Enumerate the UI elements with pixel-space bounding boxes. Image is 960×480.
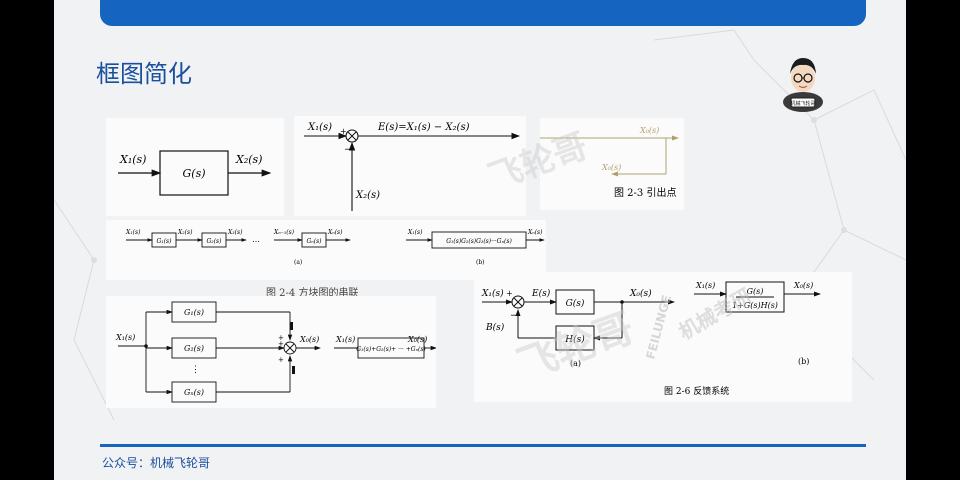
parallel-block-2: G₂(s) <box>184 344 204 353</box>
series-block-n: Gₙ(s) <box>307 238 323 245</box>
feedback-in-label: X₁(s) <box>481 288 504 299</box>
parallel-block-n: Gₙ(s) <box>184 388 204 397</box>
minus-sign: − <box>344 145 352 155</box>
page-title: 框图简化 <box>96 60 192 88</box>
series-xn1-label: Xₙ₋₁(s) <box>273 229 295 236</box>
fig-series-blocks: X₁(s) G₁(s) X₂(s) G₂(s) X₃(s) … Xₙ₋₁(s) … <box>125 229 545 266</box>
series-a-label: (a) <box>294 259 302 266</box>
parallel-block-1: G₁(s) <box>184 308 204 317</box>
output-label: X₂(s) <box>235 153 262 166</box>
series-b-label: (b) <box>476 259 485 266</box>
fig-2-3-panel: X₀(s) X₀(s) 图 2-3 引出点 <box>540 118 684 210</box>
parallel-plus-top: + <box>278 334 284 342</box>
feedback-out-label: X₀(s) <box>629 288 652 299</box>
parallel-eq-out-label: X₀(s) <box>407 335 427 344</box>
series-out-label: Xₙ(s) <box>327 229 343 236</box>
parallel-plus-middle: + <box>278 340 284 348</box>
parallel-vertical-dots: ⋮ <box>191 365 200 375</box>
series-x2-label: X₂(s) <box>177 229 193 236</box>
feedback-b-out-label: X₀(s) <box>793 281 813 290</box>
fig-2-4-caption: 图 2-4 方块图的串联 <box>266 288 359 299</box>
series-b-out-label: Xₙ(s) <box>527 229 543 236</box>
mascot-avatar: 机械飞轮哥 <box>783 58 823 112</box>
x2-label: X₂(s) <box>355 190 380 201</box>
fig-2-4-panel: X₁(s) G₁(s) X₂(s) G₂(s) X₃(s) … Xₙ₋₁(s) … <box>106 220 546 280</box>
footer-text: 公众号：机械飞轮哥 <box>102 456 211 470</box>
takeoff-branch-label: X₀(s) <box>601 163 621 172</box>
bottom-rule <box>100 444 866 447</box>
feedback-b-label-caption: (b) <box>798 357 809 366</box>
parallel-out-label: X₀(s) <box>299 335 319 344</box>
fig-takeoff-point: X₀(s) X₀(s) 图 2-3 引出点 <box>540 126 679 199</box>
fig-feedback-system: X₁(s) + − E(s) G(s) X₀(s) H(s) B(s) (a) … <box>481 281 821 397</box>
feedback-h-block: H(s) <box>564 334 585 345</box>
feedback-b-label: B(s) <box>485 322 505 333</box>
series-x3-label: X₃(s) <box>227 229 243 236</box>
parallel-plus-bottom: + <box>278 356 284 364</box>
takeoff-out-label: X₀(s) <box>639 126 659 135</box>
series-block-1: G₁(s) <box>157 238 173 245</box>
feedback-minus-sign: − <box>510 311 518 321</box>
series-block-2: G₂(s) <box>207 238 223 245</box>
block-label: G(s) <box>182 167 205 180</box>
fig-summing-point: X₁(s) + − X₂(s) E(s)=X₁(s) − X₂(s) <box>304 122 521 211</box>
input-label: X₁(s) <box>119 153 146 166</box>
parallel-in-label: X₁(s) <box>115 333 135 342</box>
slide: 框图简化 机械飞轮哥 X₁(s) G(s) X₂(s) <box>54 0 906 480</box>
error-equation: E(s)=X₁(s) − X₂(s) <box>377 122 470 133</box>
feedback-b-in-label: X₁(s) <box>695 281 715 290</box>
parallel-eq-in-label: X₁(s) <box>335 335 355 344</box>
series-b-in-label: X₁(s) <box>407 229 423 236</box>
feedback-g-block: G(s) <box>566 298 585 309</box>
fig-single-block-panel: X₁(s) G(s) X₂(s) <box>106 118 284 216</box>
fig-single-block: X₁(s) G(s) X₂(s) <box>118 150 272 196</box>
series-in-label: X₁(s) <box>125 229 141 236</box>
fig-2-6-caption: 图 2-6 反馈系统 <box>664 385 729 397</box>
x1-label: X₁(s) <box>307 122 332 133</box>
fig-2-3-caption: 图 2-3 引出点 <box>614 186 676 199</box>
top-banner <box>100 0 866 26</box>
parallel-equivalent-block: G₁(s)+G₂(s)+ ··· +Gₙ(s) <box>356 346 426 353</box>
series-combined-block: G₁(s)G₂(s)G₃(s)···Gₙ(s) <box>446 238 512 245</box>
plus-sign: + <box>340 127 347 136</box>
closed-loop-denominator: 1+G(s)H(s) <box>732 301 778 310</box>
fig-2-6-panel: X₁(s) + − E(s) G(s) X₀(s) H(s) B(s) (a) … <box>474 272 852 402</box>
feedback-a-label: (a) <box>570 359 581 368</box>
feedback-error-label: E(s) <box>531 288 551 299</box>
series-ellipsis: … <box>252 235 260 244</box>
feedback-plus-sign: + <box>506 289 513 298</box>
fig-parallel-blocks: X₁(s) G₁(s) G₂(s) Gₙ(s) ⋮ + + + X₀(s) X₁… <box>115 301 437 403</box>
mascot-label: 机械飞轮哥 <box>790 100 815 107</box>
closed-loop-numerator: G(s) <box>747 287 764 296</box>
fig-summing-panel: X₁(s) + − X₂(s) E(s)=X₁(s) − X₂(s) <box>294 116 526 216</box>
fig-parallel-panel: X₁(s) G₁(s) G₂(s) Gₙ(s) ⋮ + + + X₀(s) X₁… <box>106 296 437 408</box>
